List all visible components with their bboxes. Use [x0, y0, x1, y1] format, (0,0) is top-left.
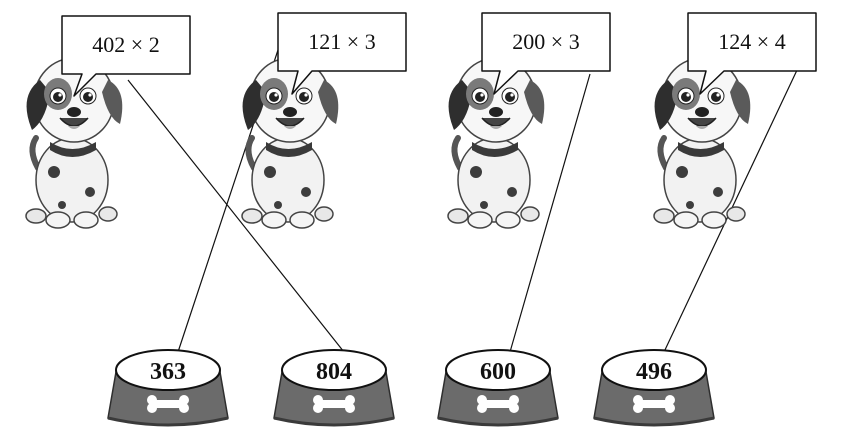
expression-label: 124 × 4: [718, 29, 785, 54]
puppy-card-4: 124 × 4: [654, 12, 817, 228]
bone-icon: [633, 395, 675, 413]
bone-icon: [147, 395, 189, 413]
bowl-1: 363: [107, 349, 229, 427]
bowl-2: 804: [273, 349, 395, 427]
dalmatian-puppy-icon: [242, 58, 338, 228]
puppy-card-2: 121 × 3: [242, 12, 407, 228]
bone-icon: [477, 395, 519, 413]
expression-label: 402 × 2: [92, 32, 159, 57]
puppy-card-3: 200 × 3: [448, 12, 611, 228]
bowl-4: 496: [593, 349, 715, 427]
speech-bubble: 402 × 2: [61, 15, 191, 97]
expression-label: 200 × 3: [512, 29, 579, 54]
puppy-card-1: 402 × 2: [26, 15, 191, 228]
bowl-3: 600: [437, 349, 559, 427]
bowl-value: 363: [150, 359, 186, 385]
bowl-value: 804: [316, 359, 352, 385]
bowl-value: 600: [480, 359, 516, 385]
dalmatian-puppy-icon: [26, 58, 122, 228]
speech-bubble: 200 × 3: [481, 12, 611, 95]
expression-label: 121 × 3: [308, 29, 375, 54]
speech-bubble: 121 × 3: [277, 12, 407, 95]
bowl-value: 496: [636, 359, 672, 385]
speech-bubble: 124 × 4: [687, 12, 817, 95]
bone-icon: [313, 395, 355, 413]
match-line-3: [509, 73, 591, 353]
match-line-1: [127, 79, 345, 353]
